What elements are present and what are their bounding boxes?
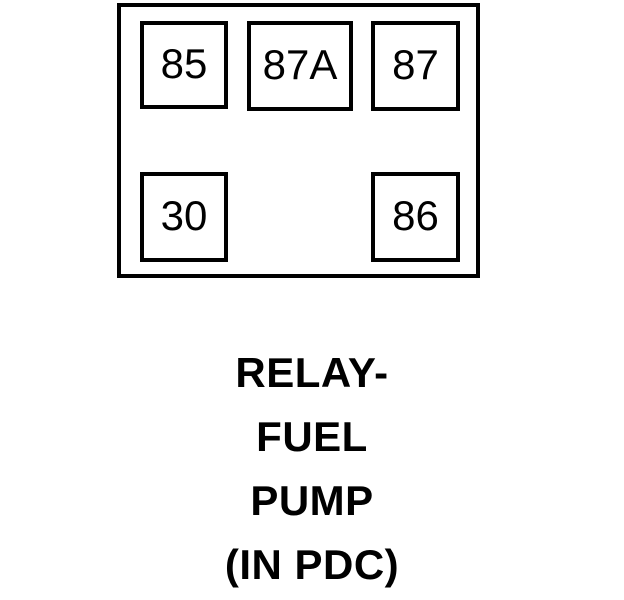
- component-caption: RELAY- FUEL PUMP (IN PDC): [0, 341, 624, 597]
- terminal-86[interactable]: 86: [371, 172, 460, 262]
- caption-line-2: FUEL: [256, 413, 368, 460]
- caption-line-1: RELAY-: [235, 349, 389, 396]
- terminal-87a[interactable]: 87A: [247, 21, 353, 111]
- terminal-87-label: 87: [392, 41, 439, 88]
- terminal-30-label: 30: [160, 192, 208, 239]
- caption-line-3: PUMP: [250, 477, 374, 524]
- relay-body-outline: 85 87A 87 30 86: [117, 3, 480, 278]
- terminal-30[interactable]: 30: [140, 172, 228, 262]
- terminal-87a-label: 87A: [262, 41, 338, 88]
- terminal-85[interactable]: 85: [140, 21, 228, 109]
- terminal-85-label: 85: [160, 40, 208, 87]
- terminal-87[interactable]: 87: [371, 21, 460, 111]
- terminal-86-label: 86: [392, 192, 439, 239]
- caption-line-4: (IN PDC): [224, 541, 400, 588]
